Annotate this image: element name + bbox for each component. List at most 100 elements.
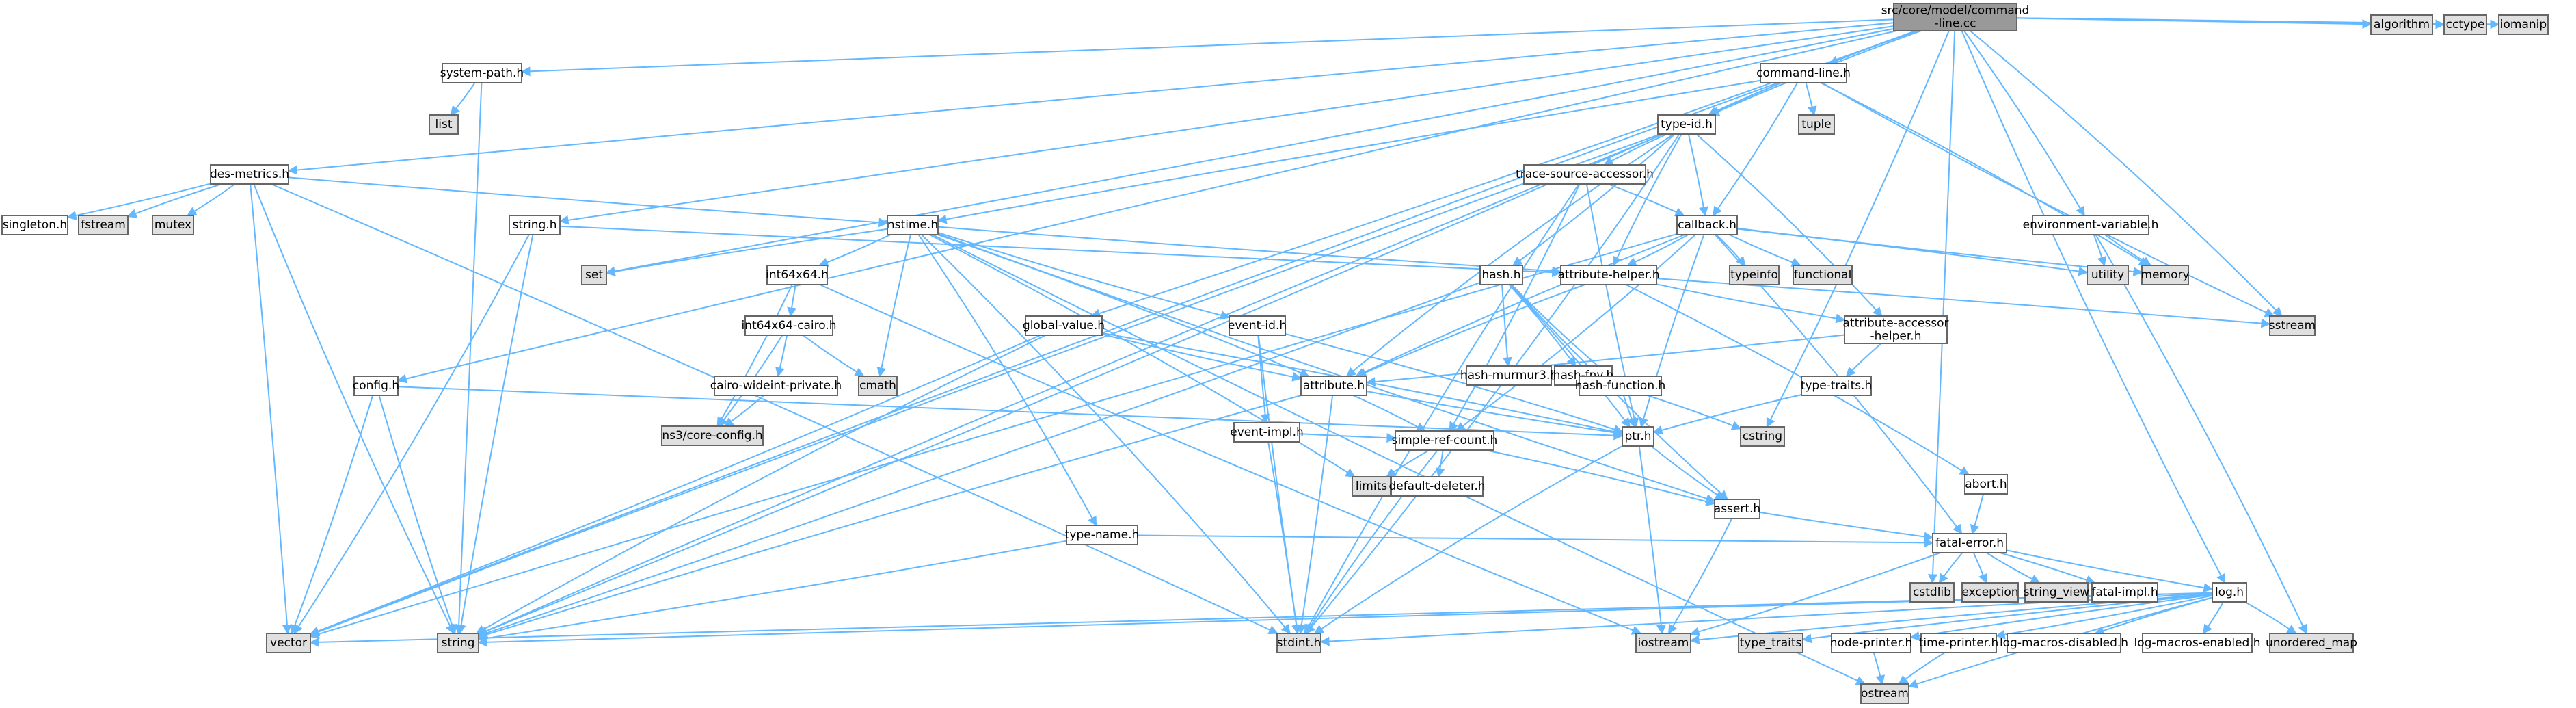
node-event-id[interactable]: event-id.h bbox=[1228, 315, 1287, 336]
node-label: cairo-wideint-private.h bbox=[710, 379, 842, 393]
node-iostream: iostream bbox=[1635, 633, 1691, 653]
node-ptr[interactable]: ptr.h bbox=[1622, 426, 1654, 447]
node-label: cstring bbox=[1743, 430, 1782, 443]
edge-log-to-log-macros-enabled bbox=[2203, 601, 2224, 635]
node-box bbox=[581, 265, 607, 285]
node-label: trace-source-accessor.h bbox=[1516, 168, 1654, 181]
node-des-metrics[interactable]: des-metrics.h bbox=[210, 164, 289, 185]
node-type-id[interactable]: type-id.h bbox=[1657, 114, 1716, 135]
edge-hash-to-hash-murmur3 bbox=[1501, 284, 1512, 367]
node-box bbox=[1729, 265, 1780, 285]
node-utility: utility bbox=[2087, 265, 2129, 285]
edge-fatal-error-to-string_view bbox=[1986, 552, 2041, 584]
node-hash-murmur3[interactable]: hash-murmur3.h bbox=[1460, 365, 1557, 386]
node-singleton[interactable]: singleton.h bbox=[1, 215, 68, 235]
node-cairo-wideint-private[interactable]: cairo-wideint-private.h bbox=[710, 376, 842, 396]
node-int64x64[interactable]: int64x64.h bbox=[766, 265, 829, 285]
node-hash-function[interactable]: hash-function.h bbox=[1575, 376, 1666, 396]
node-int64x64-cairo[interactable]: int64x64-cairo.h bbox=[741, 315, 837, 336]
node-assert[interactable]: assert.h bbox=[1714, 499, 1760, 519]
node-string: string bbox=[437, 633, 479, 653]
node-label: memory bbox=[2141, 268, 2189, 282]
node-attribute[interactable]: attribute.h bbox=[1300, 376, 1367, 396]
edge-attribute-to-stdint bbox=[1296, 395, 1334, 635]
node-set: set bbox=[581, 265, 607, 285]
node-box bbox=[1961, 582, 2019, 603]
node-command-line[interactable]: command-line.h bbox=[1756, 63, 1851, 83]
edge-hash-to-ptr bbox=[1509, 284, 1631, 428]
node-abort[interactable]: abort.h bbox=[1964, 474, 2008, 495]
node-system-path[interactable]: system-path.h bbox=[440, 63, 524, 83]
edge-environment-variable-to-memory bbox=[2104, 234, 2152, 266]
node-callback[interactable]: callback.h bbox=[1676, 215, 1738, 235]
node-box bbox=[1714, 499, 1760, 519]
node-box bbox=[1740, 426, 1785, 447]
node-label: stdint.h bbox=[1277, 636, 1321, 650]
edge-trace-source-accessor-to-stdint bbox=[1304, 183, 1580, 635]
node-label: src/core/model/command bbox=[1881, 4, 2030, 18]
node-box bbox=[1229, 315, 1286, 336]
node-label: log-macros-disabled.h bbox=[2000, 636, 2128, 650]
edge-system-path-to-list bbox=[450, 82, 476, 116]
node-environment-variable[interactable]: environment-variable.h bbox=[2023, 215, 2159, 235]
edge-hash-to-string bbox=[477, 281, 1481, 638]
node-box bbox=[1676, 215, 1738, 235]
node-attribute-accessor-helper[interactable]: attribute-accessor-helper.h bbox=[1843, 315, 1949, 344]
node-nstime[interactable]: nstime.h bbox=[887, 215, 939, 235]
node-box bbox=[1738, 633, 1803, 653]
edge-callback-to-vector bbox=[309, 233, 1678, 639]
node-box bbox=[1560, 265, 1657, 285]
node-typeinfo: typeinfo bbox=[1729, 265, 1780, 285]
edge-nstime-to-event-id bbox=[937, 231, 1231, 320]
node-box bbox=[1, 215, 68, 235]
node-trace-source-accessor[interactable]: trace-source-accessor.h bbox=[1516, 164, 1654, 185]
node-label: iomanip bbox=[2500, 18, 2547, 31]
node-memory: memory bbox=[2141, 265, 2190, 285]
node-log-macros-enabled[interactable]: log-macros-enabled.h bbox=[2134, 633, 2261, 653]
edge-type-name-to-fatal-error bbox=[1137, 534, 1934, 548]
node-type-name[interactable]: type-name.h bbox=[1065, 525, 1140, 545]
edge-attribute-helper-to-attribute-accessor-helper bbox=[1656, 283, 1846, 324]
edge-environment-variable-to-utility bbox=[2093, 234, 2107, 267]
edge-fatal-error-to-log bbox=[2006, 549, 2214, 593]
node-global-value[interactable]: global-value.h bbox=[1023, 315, 1105, 336]
edge-event-id-to-event-impl bbox=[1257, 335, 1270, 424]
node-root[interactable]: src/core/model/command-line.cc bbox=[1881, 3, 2030, 31]
node-type-traits[interactable]: type-traits.h bbox=[1801, 376, 1873, 396]
node-default-deleter[interactable]: default-deleter.h bbox=[1388, 476, 1486, 497]
node-sstream: sstream bbox=[2269, 315, 2316, 336]
node-fatal-impl[interactable]: fatal-impl.h bbox=[2091, 582, 2158, 603]
node-box bbox=[1909, 582, 1955, 603]
node-time-printer[interactable]: time-printer.h bbox=[1919, 633, 1999, 653]
node-config[interactable]: config.h bbox=[353, 376, 399, 396]
edge-nstime-to-stdint bbox=[921, 234, 1291, 635]
edge-config-to-ptr bbox=[397, 386, 1624, 441]
edge-assert-to-iostream bbox=[1667, 518, 1733, 635]
node-box bbox=[509, 215, 561, 235]
node-mutex: mutex bbox=[152, 215, 194, 235]
node-fatal-error[interactable]: fatal-error.h bbox=[1932, 533, 2007, 553]
edge-string-h-to-string bbox=[456, 234, 534, 635]
node-label: limits bbox=[1356, 480, 1387, 493]
node-log[interactable]: log.h bbox=[2212, 582, 2247, 603]
node-simple-ref-count[interactable]: simple-ref-count.h bbox=[1392, 430, 1498, 451]
node-label: list bbox=[435, 118, 453, 131]
edge-int64x64-to-int64x64-cairo bbox=[787, 284, 797, 317]
node-type_traits: type_traits bbox=[1738, 633, 1803, 653]
edge-callback-to-attribute-helper bbox=[1626, 234, 1689, 267]
node-limits: limits bbox=[1352, 476, 1391, 497]
node-box bbox=[1860, 683, 1909, 704]
node-hash[interactable]: hash.h bbox=[1479, 265, 1523, 285]
edge-root-to-sstream bbox=[1970, 30, 2283, 317]
node-event-impl[interactable]: event-impl.h bbox=[1230, 422, 1304, 443]
node-box bbox=[266, 633, 311, 653]
node-node-printer[interactable]: node-printer.h bbox=[1830, 633, 1913, 653]
node-box bbox=[1964, 474, 2008, 495]
edge-des-metrics-to-mutex bbox=[186, 183, 236, 216]
node-attribute-helper[interactable]: attribute-helper.h bbox=[1557, 265, 1660, 285]
node-box bbox=[1793, 265, 1853, 285]
node-log-macros-disabled[interactable]: log-macros-disabled.h bbox=[2000, 633, 2128, 653]
node-label: singleton.h bbox=[3, 218, 67, 232]
node-label: attribute-helper.h bbox=[1557, 268, 1659, 282]
node-string-h[interactable]: string.h bbox=[509, 215, 561, 235]
